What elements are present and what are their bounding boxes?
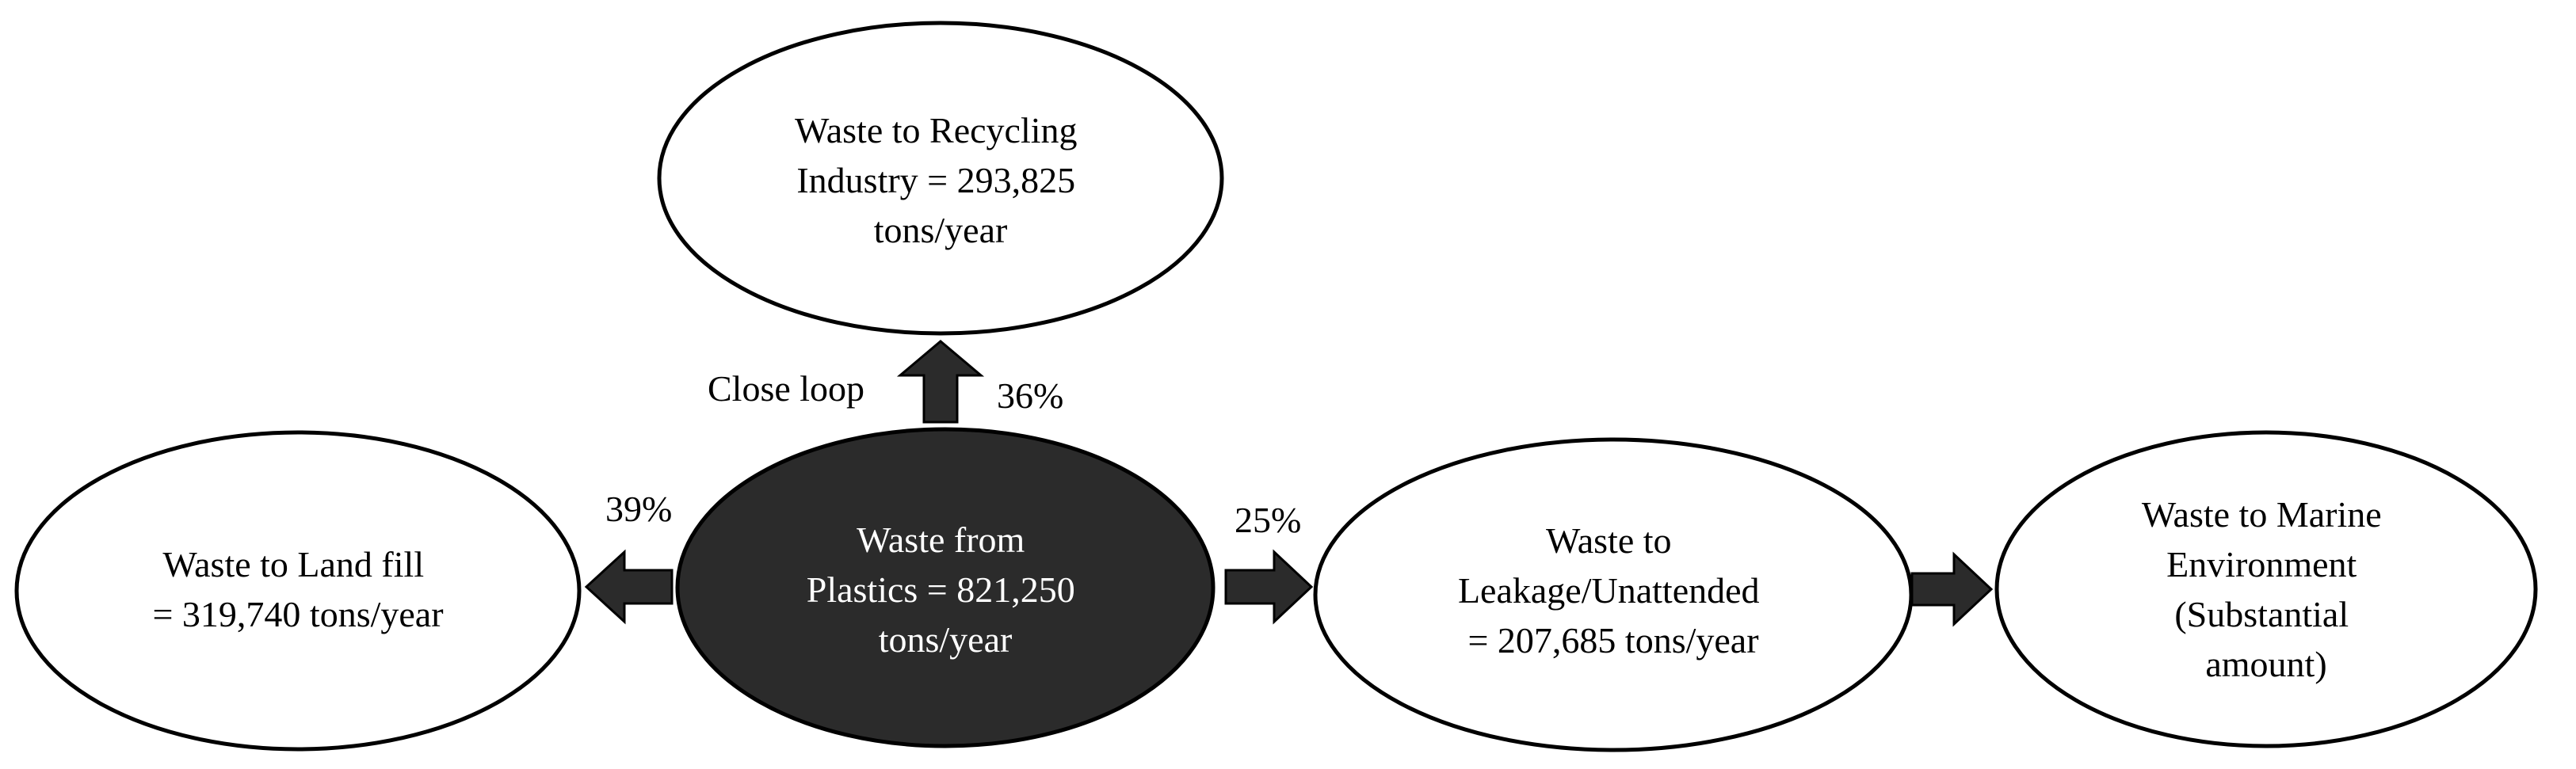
arrow-right-to-leakage (1224, 549, 1314, 625)
node-recycling: Waste to Recycling Industry = 293,825 to… (657, 21, 1224, 336)
node-marine: Waste to Marine Environment (Substantial… (1994, 430, 2538, 748)
node-marine-label: Waste to Marine Environment (Substantial… (2142, 494, 2391, 684)
node-landfill-label: Waste to Land fill = 319,740 tons/year (152, 544, 443, 634)
close-loop-label: Close loop (708, 368, 864, 409)
percent-landfill-label: 39% (605, 489, 672, 529)
node-plastics-label: Waste from Plastics = 821,250 tons/year (807, 520, 1085, 660)
arrow-up-to-recycling (896, 340, 985, 424)
percent-leakage-label: 25% (1235, 500, 1301, 540)
percent-recycling-label: 36% (997, 375, 1063, 416)
node-leakage: Waste to Leakage/Unattended = 207,685 to… (1313, 437, 1914, 752)
node-landfill: Waste to Land fill = 319,740 tons/year (14, 430, 582, 752)
node-recycling-label: Waste to Recycling Industry = 293,825 to… (795, 110, 1086, 250)
arrow-left-to-landfill (584, 549, 674, 625)
node-leakage-label: Waste to Leakage/Unattended = 207,685 to… (1458, 520, 1769, 661)
node-plastics: Waste from Plastics = 821,250 tons/year (675, 427, 1215, 748)
arrow-right-to-marine (1910, 551, 1994, 627)
